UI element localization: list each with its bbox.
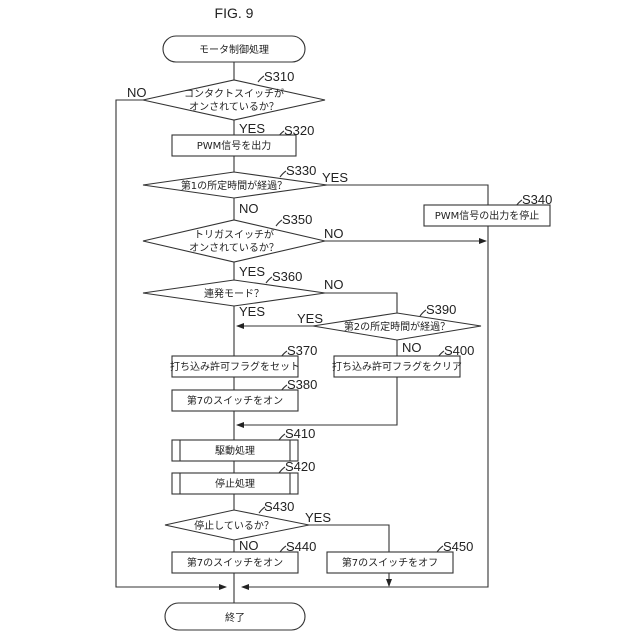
step-label: S320: [284, 123, 314, 138]
label-s430-yes: YES: [305, 510, 331, 525]
step-label: S450: [443, 539, 473, 554]
node-s410-subroutine: 駆動処理 S410: [172, 426, 315, 461]
label-s310-no: NO: [127, 85, 147, 100]
label-s330-yes: YES: [322, 170, 348, 185]
node-s370-process: 打ち込み許可フラグをセット S370: [170, 343, 317, 377]
step-label: S350: [282, 212, 312, 227]
label-s360-no: NO: [324, 277, 344, 292]
node-s350-decision: トリガスイッチが オンされているか？ S350: [143, 212, 325, 262]
step-label: S360: [272, 269, 302, 284]
node-s420-subroutine: 停止処理 S420: [172, 459, 315, 494]
svg-text:トリガスイッチが: トリガスイッチが: [194, 228, 274, 241]
edge-s310-no: [116, 100, 226, 587]
label-s390-yes: YES: [297, 311, 323, 326]
label-s360-yes: YES: [239, 304, 265, 319]
svg-text:第2の所定時間が経過？: 第2の所定時間が経過？: [344, 320, 450, 333]
label-s330-no: NO: [239, 201, 259, 216]
step-label: S310: [264, 69, 294, 84]
node-s430-decision: 停止しているか？ S430: [165, 499, 309, 540]
step-label: S330: [286, 163, 316, 178]
step-label: S440: [286, 539, 316, 554]
step-label: S370: [287, 343, 317, 358]
step-label: S430: [264, 499, 294, 514]
svg-text:オンされているか？: オンされているか？: [189, 101, 279, 113]
edge-s360-no: [325, 293, 397, 313]
svg-text:PWM信号を出力: PWM信号を出力: [197, 139, 272, 152]
svg-text:コンタクトスイッチが: コンタクトスイッチが: [184, 87, 284, 100]
step-label: S390: [426, 302, 456, 317]
svg-text:連発モード？: 連発モード？: [204, 287, 264, 300]
svg-text:停止処理: 停止処理: [215, 477, 255, 490]
label-s310-yes: YES: [239, 121, 265, 136]
node-s330-decision: 第1の所定時間が経過？ S330: [143, 163, 327, 198]
label-s350-yes: YES: [239, 264, 265, 279]
step-label: S400: [444, 343, 474, 358]
svg-text:駆動処理: 駆動処理: [215, 444, 255, 457]
svg-text:PWM信号の出力を停止: PWM信号の出力を停止: [435, 209, 540, 222]
edge-s430-yes: [309, 525, 389, 552]
svg-text:打ち込み許可フラグをクリア: 打ち込み許可フラグをクリア: [332, 360, 462, 373]
figure-title: FIG. 9: [215, 5, 254, 21]
svg-text:第1の所定時間が経過？: 第1の所定時間が経過？: [181, 179, 287, 192]
svg-text:モータ制御処理: モータ制御処理: [199, 43, 269, 56]
svg-text:打ち込み許可フラグをセット: 打ち込み許可フラグをセット: [170, 360, 300, 373]
svg-text:オンされているか？: オンされているか？: [189, 242, 279, 254]
label-s350-no: NO: [324, 226, 344, 241]
node-s450-process: 第7のスイッチをオフ S450: [327, 539, 473, 573]
step-label: S420: [285, 459, 315, 474]
svg-text:停止しているか？: 停止しているか？: [194, 519, 274, 532]
step-label: S340: [522, 192, 552, 207]
node-start: モータ制御処理: [163, 36, 305, 62]
svg-text:第7のスイッチをオン: 第7のスイッチをオン: [187, 394, 283, 407]
svg-text:第7のスイッチをオフ: 第7のスイッチをオフ: [342, 556, 438, 569]
edge-s330-yes: [327, 185, 488, 205]
node-end: 終了: [165, 603, 305, 630]
label-s430-no: NO: [239, 538, 259, 553]
step-label: S380: [287, 377, 317, 392]
svg-text:終了: 終了: [225, 611, 245, 624]
svg-text:第7のスイッチをオン: 第7のスイッチをオン: [187, 556, 283, 569]
step-label: S410: [285, 426, 315, 441]
label-s390-no: NO: [402, 340, 422, 355]
node-s380-process: 第7のスイッチをオン S380: [172, 377, 317, 411]
